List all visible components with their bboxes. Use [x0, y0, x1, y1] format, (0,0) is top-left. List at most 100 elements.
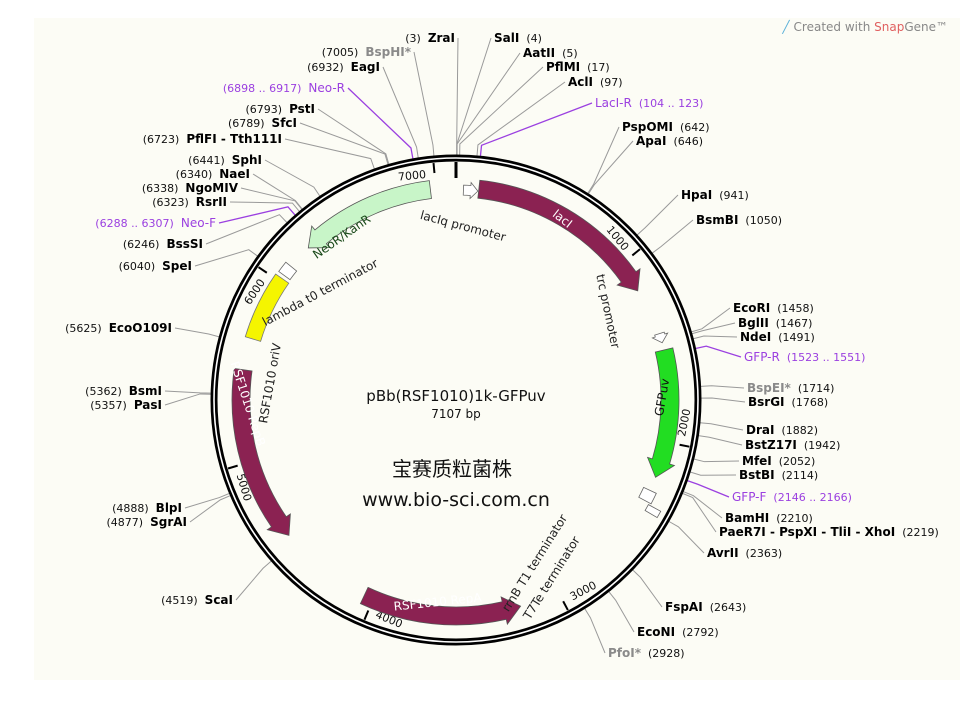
site-label-pflmi[interactable]: PflMI (17)	[546, 60, 610, 74]
site-name: SalI	[494, 31, 519, 45]
site-label-pspomi[interactable]: PspOMI (642)	[622, 120, 710, 134]
site-label-econi[interactable]: EcoNI (2792)	[637, 625, 719, 639]
site-leader-line	[682, 492, 717, 533]
credit-brand-snap: Snap	[874, 20, 905, 34]
site-position: (1768)	[792, 396, 829, 409]
site-label-pflfi-tth111i[interactable]: (6723) PflFI - Tth111I	[143, 132, 282, 146]
site-label-apai[interactable]: ApaI (646)	[636, 134, 703, 148]
feature-laciq-promoter-arrow[interactable]	[462, 181, 479, 200]
feature-neor-kanr-arrow[interactable]	[307, 180, 432, 249]
site-position: (1491)	[778, 331, 815, 344]
site-label-drai[interactable]: DraI (1882)	[746, 423, 818, 437]
site-leader-line	[587, 126, 620, 194]
site-label-zrai[interactable]: (3) ZraI	[405, 31, 455, 45]
site-label-avrii[interactable]: AvrII (2363)	[707, 546, 782, 560]
site-name: BlpI	[156, 501, 182, 515]
site-position: (1458)	[777, 302, 814, 315]
site-leader-line	[264, 159, 321, 197]
site-label-sfci[interactable]: (6789) SfcI	[228, 116, 297, 130]
site-label-ngomiv[interactable]: (6338) NgoMIV	[142, 181, 239, 195]
site-label-ecoo109i[interactable]: (5625) EcoO109I	[65, 321, 172, 335]
backbone-ring-gap	[213, 157, 699, 643]
site-label-bglii[interactable]: BglII (1467)	[738, 316, 812, 330]
site-name: FspAI	[665, 600, 703, 614]
site-position: (5362)	[85, 385, 122, 398]
site-label-bsmbi[interactable]: BsmBI (1050)	[696, 213, 782, 227]
site-position: (2052)	[779, 455, 816, 468]
site-leader-line	[700, 385, 745, 389]
site-label-naei[interactable]: (6340) NaeI	[176, 167, 250, 181]
site-name: Neo-F	[181, 216, 216, 230]
feature-rsf1010-repb-arrow[interactable]	[231, 368, 291, 536]
site-position: (2928)	[648, 647, 685, 660]
site-name: PaeR7I - PspXI - TliI - XhoI	[719, 525, 895, 539]
site-name: AatII	[523, 46, 555, 60]
feature-label-rsf1010-oriv: RSF1010 oriV	[256, 341, 284, 424]
site-label-bstbi[interactable]: BstBI (2114)	[739, 468, 818, 482]
site-label-mfei[interactable]: MfeI (2052)	[742, 454, 815, 468]
site-label-neo-r[interactable]: (6898 .. 6917) Neo-R	[223, 81, 345, 95]
feature-label-gfpuv: GFPuv	[652, 377, 672, 417]
site-label-ndei[interactable]: NdeI (1491)	[740, 330, 815, 344]
site-name: Neo-R	[308, 81, 345, 95]
site-name: RsrII	[196, 195, 227, 209]
tick-mark	[227, 464, 238, 470]
site-label-eagi[interactable]: (6932) EagI	[307, 60, 380, 74]
site-leader-line	[382, 66, 419, 159]
site-name: EcoNI	[637, 625, 675, 639]
site-label-sgrai[interactable]: (4877) SgrAI	[107, 515, 187, 529]
site-leader-line	[459, 66, 544, 156]
site-leader-line	[687, 480, 730, 498]
tick-mark	[432, 162, 436, 174]
feature-gfpuv-arrow[interactable]	[646, 347, 680, 478]
site-label-paer7i-pspxi-tlii-xhoi[interactable]: PaeR7I - PspXI - TliI - XhoI (2219)	[719, 525, 939, 539]
map-canvas	[34, 18, 960, 680]
feature-rsf1010-repa-arrow[interactable]	[359, 586, 522, 626]
site-leader-line	[240, 187, 303, 210]
feature-trc-promoter-arrow[interactable]	[651, 331, 669, 344]
feature-laci-arrow[interactable]	[477, 179, 641, 292]
site-label-blpi[interactable]: (4888) BlpI	[112, 501, 182, 515]
site-label-rsrii[interactable]: (6323) RsrII	[152, 195, 227, 209]
site-label-pasi[interactable]: (5357) PasI	[90, 398, 162, 412]
site-label-neo-f[interactable]: (6288 .. 6307) Neo-F	[95, 216, 216, 230]
site-label-bsmi[interactable]: (5362) BsmI	[85, 384, 162, 398]
site-position: (5625)	[65, 322, 102, 335]
site-label-bsssi[interactable]: (6246) BssSI	[123, 237, 203, 251]
site-name: SpeI	[162, 259, 192, 273]
site-label-psti[interactable]: (6793) PstI	[245, 102, 315, 116]
site-position: (6789)	[228, 117, 265, 130]
site-label-pfoi-[interactable]: PfoI* (2928)	[608, 646, 685, 660]
site-position: (1942)	[804, 439, 841, 452]
site-label-bspei-[interactable]: BspEI* (1714)	[747, 381, 834, 395]
feature-t7te-terminator-box[interactable]	[644, 504, 662, 519]
site-label-acli[interactable]: AclI (97)	[568, 75, 623, 89]
site-label-gfp-r[interactable]: GFP-R (1523 .. 1551)	[744, 350, 865, 364]
feature-rrnb-t1-terminator-box[interactable]	[638, 486, 657, 505]
site-label-bamhi[interactable]: BamHI (2210)	[725, 511, 813, 525]
site-label-spei[interactable]: (6040) SpeI	[119, 259, 192, 273]
site-label-gfp-f[interactable]: GFP-F (2146 .. 2166)	[732, 490, 852, 504]
site-label-aatii[interactable]: AatII (5)	[523, 46, 578, 60]
site-label-sphi[interactable]: (6441) SphI	[188, 153, 262, 167]
site-label-ecori[interactable]: EcoRI (1458)	[733, 301, 814, 315]
site-label-sali[interactable]: SalI (4)	[494, 31, 542, 45]
site-label-bstz17i[interactable]: BstZ17I (1942)	[745, 438, 840, 452]
site-position: (1467)	[776, 317, 813, 330]
site-label-bsrgi[interactable]: BsrGI (1768)	[748, 395, 828, 409]
feature-rsf1010-oriv[interactable]	[244, 273, 290, 342]
site-label-bsphi-[interactable]: (7005) BspHI*	[322, 45, 412, 59]
site-position: (1882)	[781, 424, 818, 437]
site-label-laci-r[interactable]: LacI-R (104 .. 123)	[595, 96, 703, 110]
site-label-scai[interactable]: (4519) ScaI	[161, 593, 233, 607]
site-leader-line	[218, 206, 296, 224]
site-label-fspai[interactable]: FspAI (2643)	[665, 600, 746, 614]
site-position: (2643)	[710, 601, 747, 614]
site-position: (4888)	[112, 502, 149, 515]
site-leader-line	[691, 322, 736, 335]
site-label-hpai[interactable]: HpaI (941)	[681, 188, 749, 202]
site-position: (4877)	[107, 516, 144, 529]
site-name: ScaI	[205, 593, 233, 607]
feature-lambda-t0-terminator-box[interactable]	[278, 261, 298, 281]
site-name: PfoI*	[608, 646, 642, 660]
